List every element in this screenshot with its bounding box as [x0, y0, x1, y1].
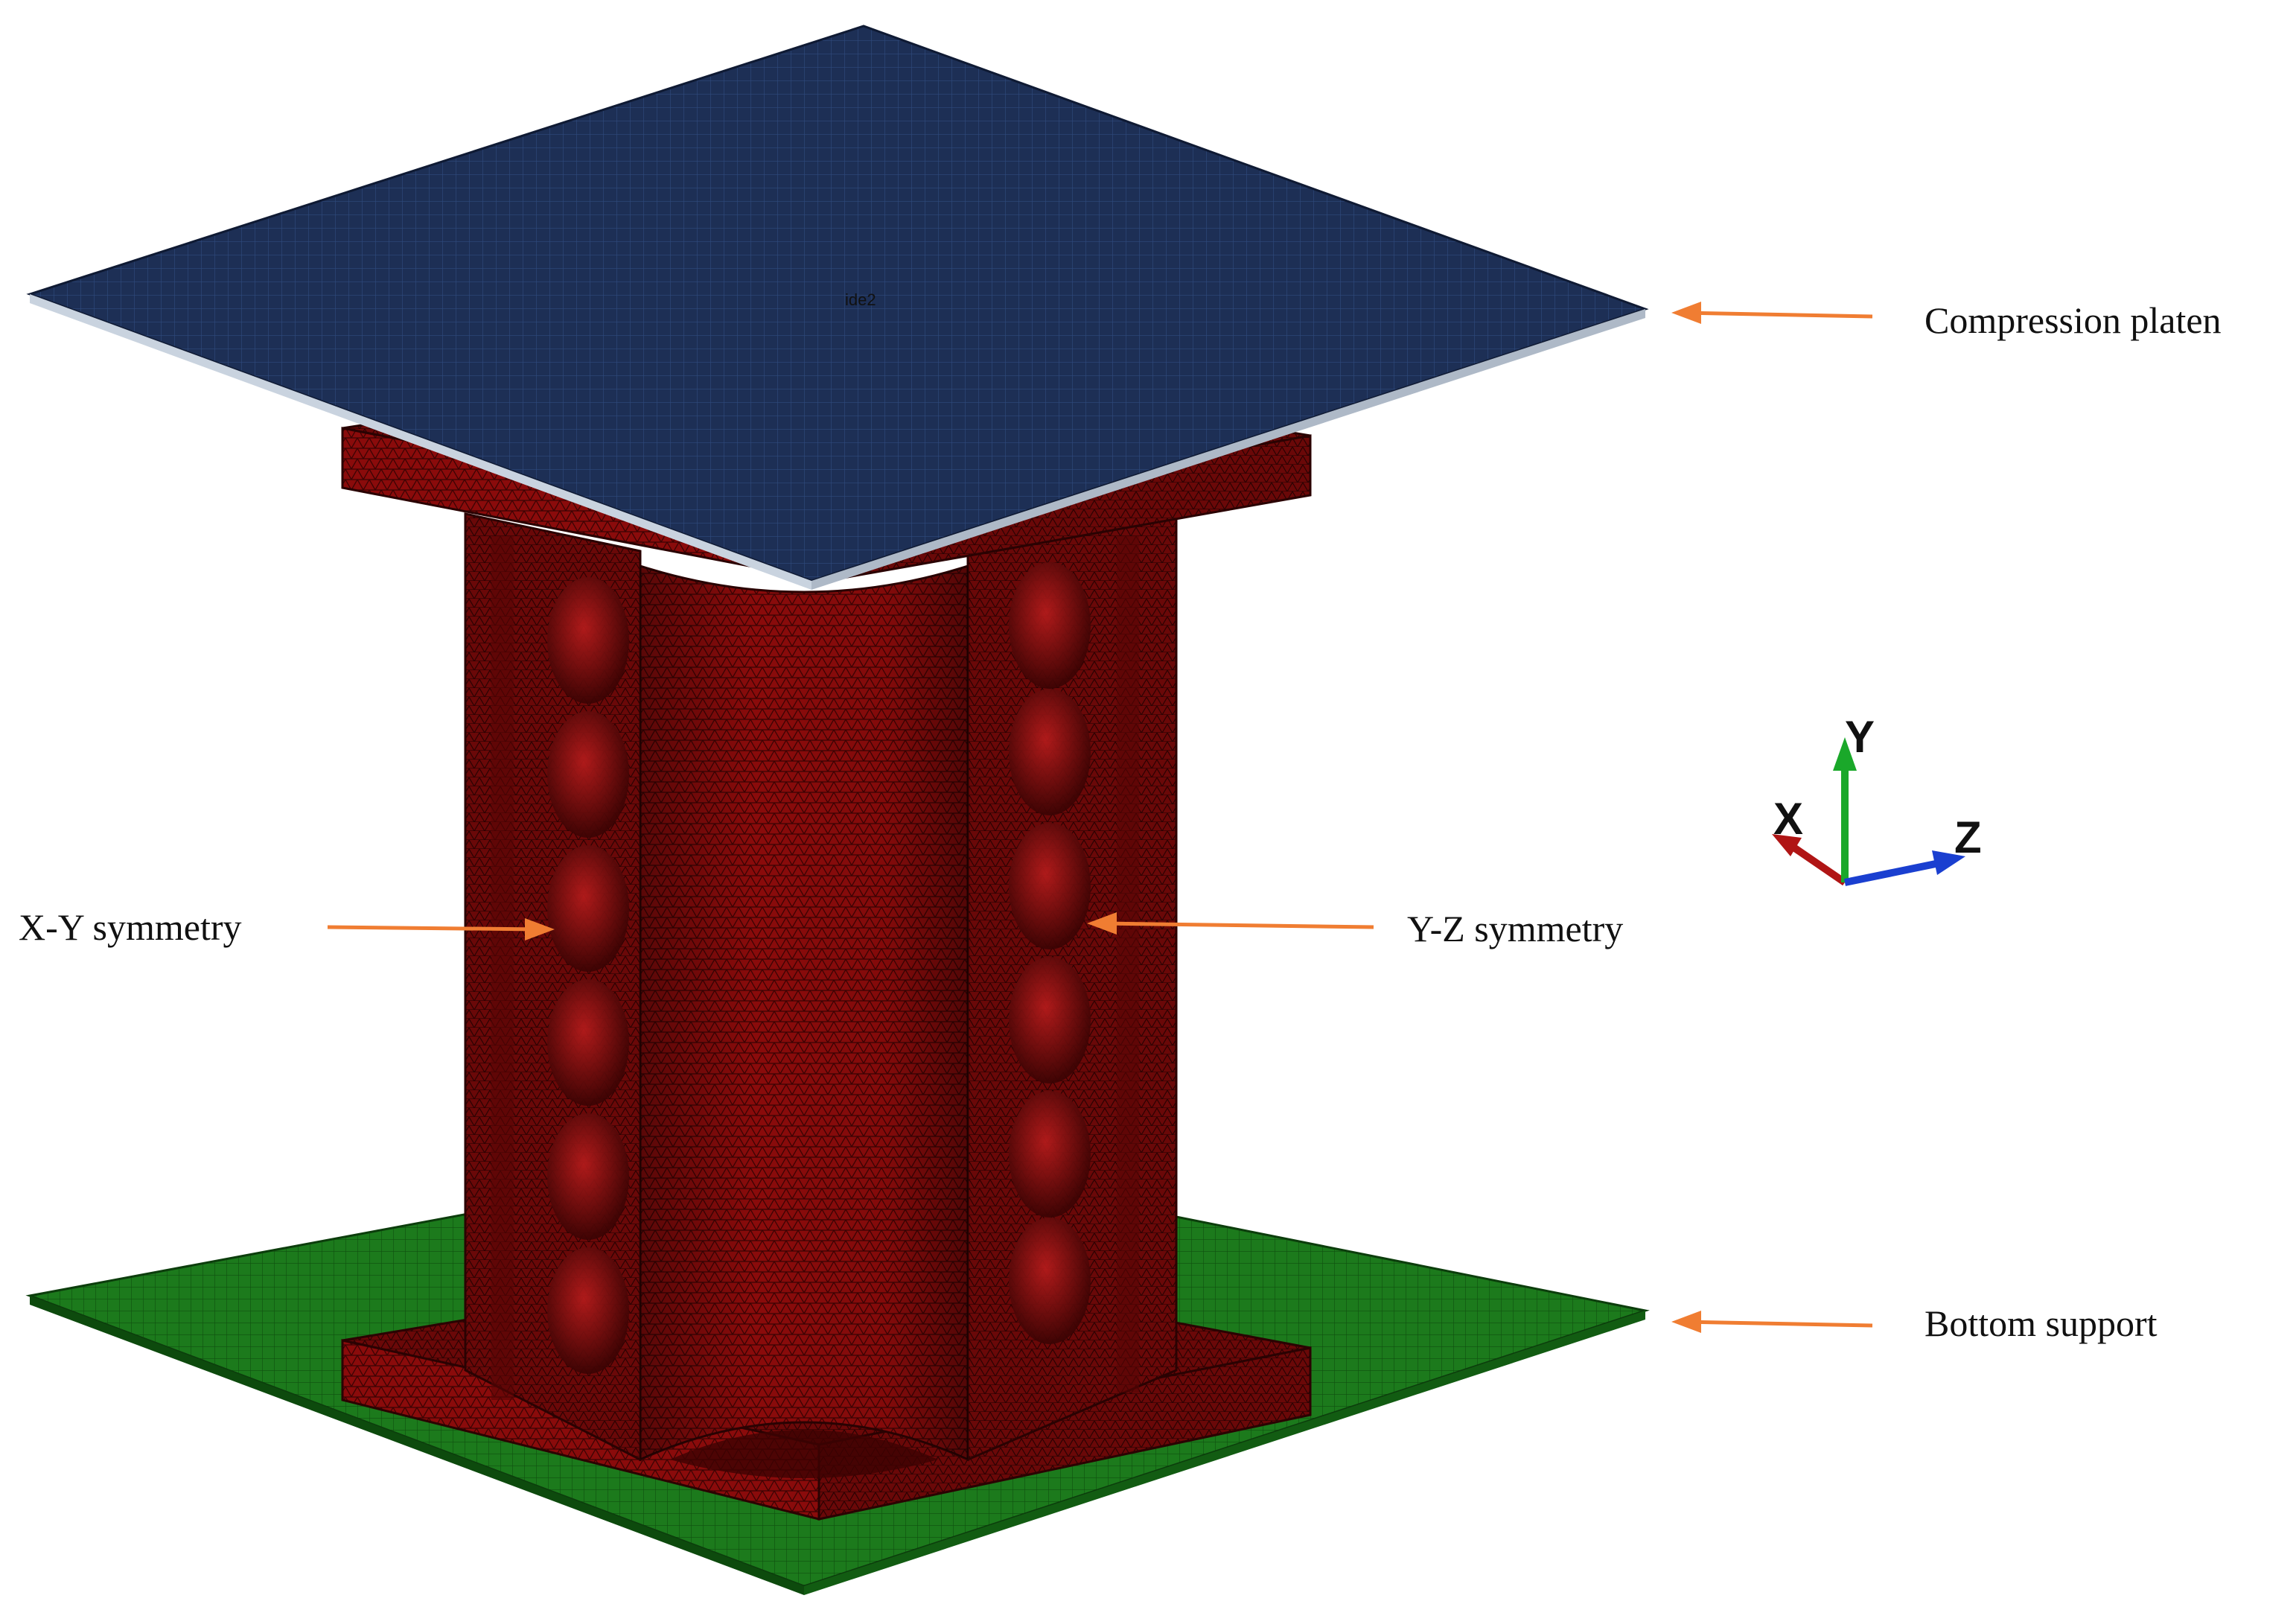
- xy-symmetry-wall: [464, 512, 642, 1462]
- xy-symmetry-label: X-Y symmetry: [19, 906, 242, 948]
- axis-y-label: Y: [1845, 712, 1875, 762]
- arrow-right-icon: [327, 918, 555, 941]
- arrow-left-icon: [1671, 1311, 1873, 1333]
- compression-platen-plate: ide2: [26, 25, 1649, 590]
- compression-platen-label: Compression platen: [1925, 299, 2222, 341]
- platen-node-tag: ide2: [845, 290, 876, 309]
- xy-symmetry-hemispheres: [547, 577, 629, 1374]
- yz-symmetry-label: Y-Z symmetry: [1407, 908, 1624, 949]
- axis-x-label: X: [1773, 794, 1803, 844]
- xyz-axis-triad-icon: X Y Z: [1772, 712, 1982, 886]
- arrow-left-icon: [1087, 912, 1374, 935]
- yz-symmetry-wall: [966, 512, 1178, 1462]
- svg-text:ide2: ide2: [845, 290, 876, 309]
- bottom-support-label: Bottom support: [1925, 1302, 2158, 1344]
- central-curved-panel: [639, 564, 969, 1478]
- arrow-left-icon: [1671, 302, 1873, 324]
- axis-z-label: Z: [1954, 812, 1982, 862]
- yz-symmetry-hemispheres: [1009, 562, 1091, 1344]
